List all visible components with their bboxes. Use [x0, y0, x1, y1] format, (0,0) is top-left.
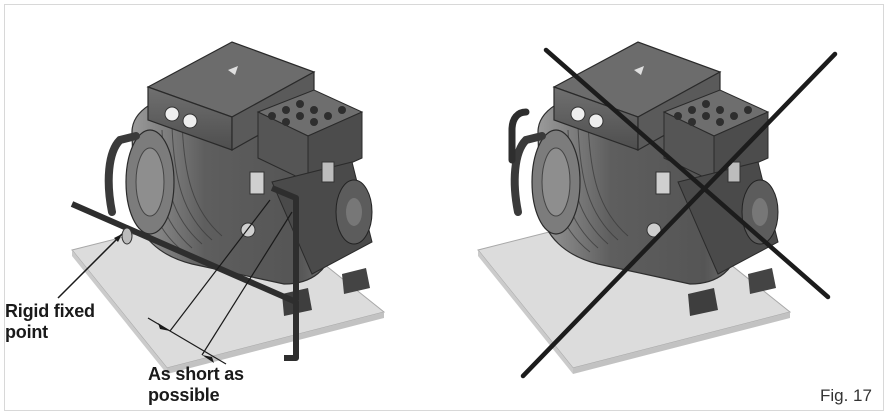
- rigid-fixed-point-label: Rigid fixed point: [5, 301, 95, 342]
- arrowhead-icon: [114, 234, 122, 242]
- figure-border: [4, 4, 884, 411]
- arrowhead-icon: [158, 323, 170, 331]
- rigid-point-leader: [57, 233, 123, 299]
- right-compressor-drawing: [478, 42, 790, 374]
- cross-out-icon: [520, 47, 838, 379]
- arrowhead-icon: [202, 355, 214, 363]
- figure-caption: Fig. 17: [820, 386, 872, 405]
- left-compressor-drawing: [72, 42, 384, 374]
- as-short-as-possible-label: As short as possible: [148, 364, 244, 405]
